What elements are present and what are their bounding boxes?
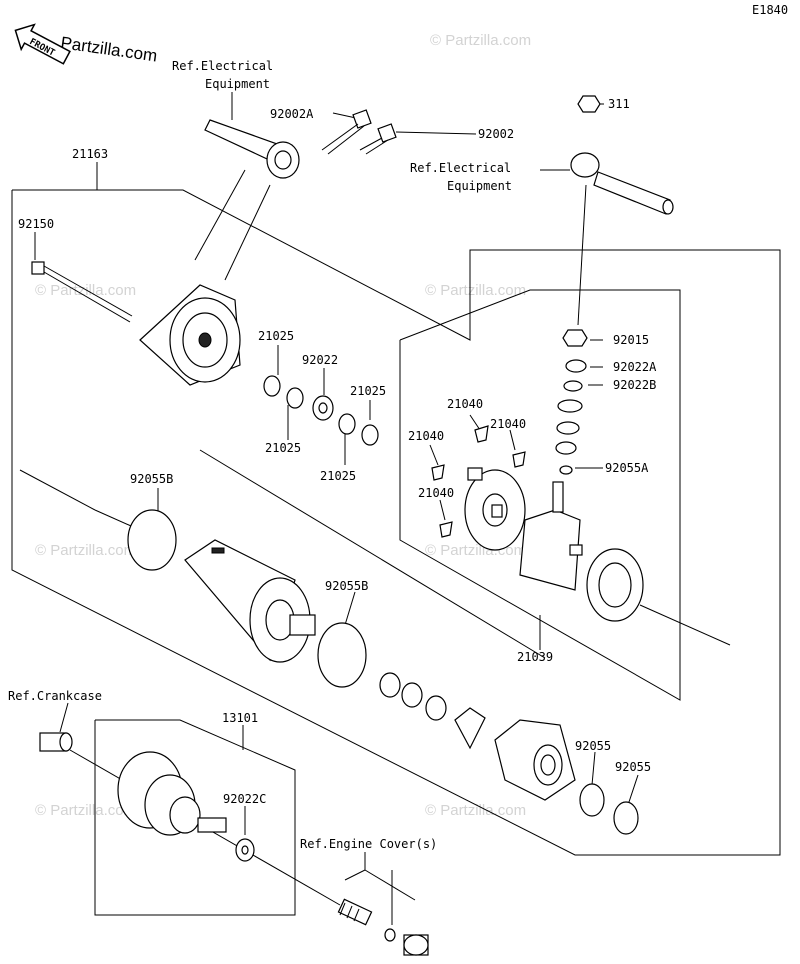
washer: [557, 399, 583, 413]
part-label-21040: 21040: [408, 429, 444, 443]
brush-plate: [431, 425, 526, 551]
part-label-21040: 21040: [418, 486, 454, 500]
oring-92055: [613, 801, 639, 835]
washer-92022C-hole: [241, 845, 249, 855]
part-label-92022A: 92022A: [613, 360, 657, 374]
cable-right: [570, 95, 674, 215]
part-label-21025: 21025: [320, 469, 356, 483]
washer: [425, 695, 447, 721]
ref-electrical-label: Equipment: [205, 77, 270, 91]
part-label-92055: 92055: [575, 739, 611, 753]
bolt-92002: [359, 123, 397, 155]
washer-92022B: [563, 380, 583, 392]
part-label-13101: 13101: [222, 711, 258, 725]
thrust-washer: [454, 707, 486, 750]
part-label-92055A: 92055A: [605, 461, 649, 475]
oring-92055B: [317, 622, 367, 688]
part-label-92055B: 92055B: [130, 472, 173, 486]
part-label-92022B: 92022B: [613, 378, 656, 392]
part-labels: Ref.Electrical Equipment 92002A 92002 21…: [8, 59, 657, 851]
part-label-92015: 92015: [613, 333, 649, 347]
watermark: © Partzilla.com: [35, 282, 136, 299]
part-label-92022: 92022: [302, 353, 338, 367]
spring: [337, 898, 373, 926]
bolt-92002A: [321, 109, 372, 155]
part-label-21025: 21025: [258, 329, 294, 343]
leader-lines: [34, 92, 639, 925]
washer-92022A: [565, 359, 587, 373]
ref-electrical-label: Ref.Electrical: [172, 59, 273, 73]
oring-small: [384, 928, 396, 942]
washer-21025: [263, 375, 281, 397]
cable-left: [204, 119, 300, 179]
watermark: © Partzilla.com: [425, 282, 526, 299]
part-label-311: 311: [608, 97, 630, 111]
oring-92055B: [127, 509, 177, 571]
ref-electrical-label: Equipment: [447, 179, 512, 193]
watermark: © Partzilla.com: [35, 802, 136, 819]
parts: [31, 95, 674, 956]
part-label-21039: 21039: [517, 650, 553, 664]
ref-electrical-label: Ref.Electrical: [410, 161, 511, 175]
motor-yoke: [184, 539, 316, 663]
crankcase-bushing: [39, 732, 73, 752]
watermark: © Partzilla.com: [425, 802, 526, 819]
washer: [556, 421, 580, 435]
part-label-21025: 21025: [350, 384, 386, 398]
washer: [555, 441, 577, 455]
washer: [401, 682, 423, 708]
watermark: © Partzilla.com: [35, 542, 136, 559]
collar: [403, 934, 429, 956]
part-label-92055B: 92055B: [325, 579, 368, 593]
ref-engine-cover-label: Ref.Engine Cover(s): [300, 837, 437, 851]
oring-92055: [579, 783, 605, 817]
diagram-code: E1840: [752, 3, 788, 17]
part-label-92002A: 92002A: [270, 107, 314, 121]
part-label-92150: 92150: [18, 217, 54, 231]
long-bolt-92150: [31, 261, 133, 323]
part-label-21040: 21040: [447, 397, 483, 411]
part-label-21025: 21025: [265, 441, 301, 455]
washer-21025: [286, 387, 304, 409]
part-label-21040: 21040: [490, 417, 526, 431]
watermark: © Partzilla.com: [430, 32, 531, 49]
brush-holder-21039: [519, 481, 644, 622]
front-cover: [494, 719, 576, 801]
assembly-outlines: [11, 189, 781, 916]
end-cover-21163: [139, 169, 271, 386]
part-label-21163: 21163: [72, 147, 108, 161]
part-label-92055: 92055: [615, 760, 651, 774]
ref-crankcase-label: Ref.Crankcase: [8, 689, 102, 703]
nut-92015: [562, 329, 588, 347]
washer-21025: [338, 413, 356, 435]
watermark-main: Partzilla.com: [59, 33, 158, 65]
oring-92055A: [559, 465, 573, 475]
part-label-92022C: 92022C: [223, 792, 266, 806]
starter-gear-13101: [117, 751, 227, 836]
part-label-92002: 92002: [478, 127, 514, 141]
washer: [379, 672, 401, 698]
washer-92022-hole: [318, 402, 328, 414]
washer-21025: [361, 424, 379, 446]
